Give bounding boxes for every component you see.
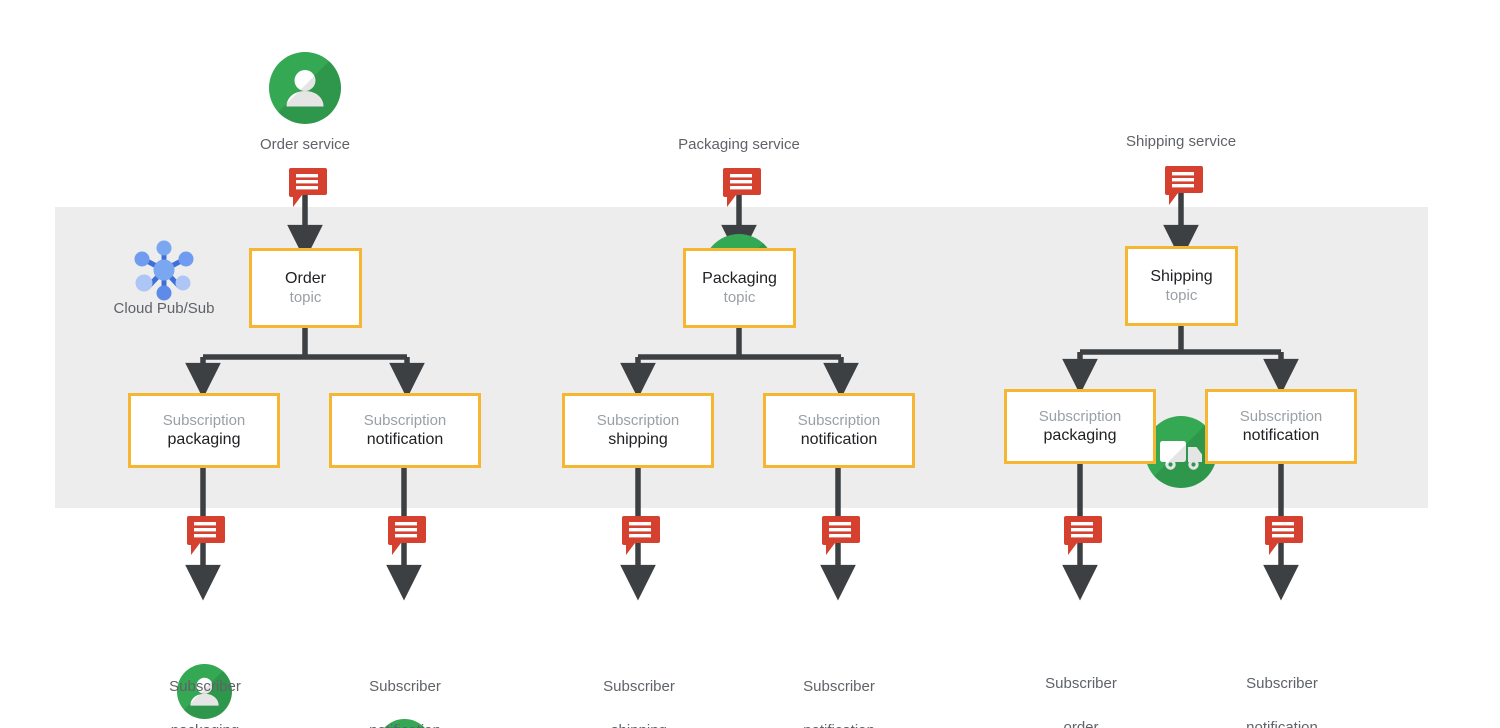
subscription-kind-order-notification: Subscription [363,411,447,429]
publisher-label-shipping-service: Shipping service [1125,133,1237,150]
message-icon-publish-shipping [1164,163,1206,212]
subscription-kind-packaging-notification: Subscription [797,411,881,429]
subscriber-line2: notification [803,722,875,728]
publisher-icon-order-service [269,52,341,124]
topic-box-order[interactable]: Order topic [249,248,362,328]
subscriber-label-packaging-shipping: Subscriber shipping [559,654,719,728]
publisher-label-order-service: Order service [259,136,351,153]
subscription-kind-packaging-shipping: Subscription [596,411,680,429]
subscriber-line2: shipping [611,722,667,728]
message-icon-deliver-order-packaging [186,513,228,562]
message-icon-deliver-packaging-notification [821,513,863,562]
subscription-box-shipping-packaging[interactable]: Subscription packaging [1004,389,1156,464]
message-icon-deliver-shipping-notification [1264,513,1306,562]
topic-name-packaging: Packaging [702,270,777,288]
person-icon [190,677,219,706]
topic-name-shipping: Shipping [1150,268,1213,286]
subscription-name-shipping-notification: notification [1242,426,1320,444]
subscription-kind-shipping-packaging: Subscription [1038,407,1122,425]
topic-kind-shipping: topic [1165,286,1198,304]
subscriber-label-shipping-order: Subscriber order [1001,651,1161,728]
subscriber-line1: Subscriber [803,678,875,695]
subscription-box-packaging-shipping[interactable]: Subscription shipping [562,393,714,468]
subscriber-label-shipping-notification: Subscriber notification [1202,651,1362,728]
person-icon [286,70,324,107]
subscriber-line2: notification [369,722,441,728]
message-icon-deliver-order-notification [387,513,429,562]
subscriber-line1: Subscriber [1045,675,1117,692]
subscriber-line1: Subscriber [369,678,441,695]
topic-box-shipping[interactable]: Shipping topic [1125,246,1238,326]
message-icon-deliver-shipping-packaging [1063,513,1105,562]
subscription-name-packaging-notification: notification [800,430,878,448]
truck-icon [1160,441,1202,470]
subscription-name-order-packaging: packaging [167,430,241,448]
message-icon-publish-packaging [722,165,764,214]
subscriber-label-packaging-notification: Subscriber notification [759,654,919,728]
topic-name-order: Order [285,270,326,288]
cloud-pubsub-label: Cloud Pub/Sub [113,300,215,317]
subscription-box-packaging-notification[interactable]: Subscription notification [763,393,915,468]
topic-box-packaging[interactable]: Packaging topic [683,248,796,328]
subscription-box-shipping-notification[interactable]: Subscription notification [1205,389,1357,464]
subscriber-line1: Subscriber [603,678,675,695]
subscriber-line2: notification [1246,719,1318,728]
subscriber-line1: Subscriber [1246,675,1318,692]
cloud-pubsub-icon [124,234,204,311]
message-icon-publish-order [288,165,330,214]
subscription-name-order-notification: notification [366,430,444,448]
message-icon-deliver-packaging-shipping [621,513,663,562]
subscription-kind-order-packaging: Subscription [162,411,246,429]
publisher-label-packaging-service: Packaging service [678,136,800,153]
subscription-name-packaging-shipping: shipping [608,430,668,448]
subscription-box-order-packaging[interactable]: Subscription packaging [128,393,280,468]
subscriber-label-order-packaging: Subscriber packaging [125,654,285,728]
subscriber-line2: packaging [171,722,239,728]
subscriber-line2: order [1063,719,1099,728]
subscription-name-shipping-packaging: packaging [1043,426,1117,444]
subscriber-label-order-notification: Subscriber notification [325,654,485,728]
subscription-kind-shipping-notification: Subscription [1239,407,1323,425]
topic-kind-packaging: topic [723,288,756,306]
subscription-box-order-notification[interactable]: Subscription notification [329,393,481,468]
topic-kind-order: topic [289,288,322,306]
subscriber-line1: Subscriber [169,678,241,695]
